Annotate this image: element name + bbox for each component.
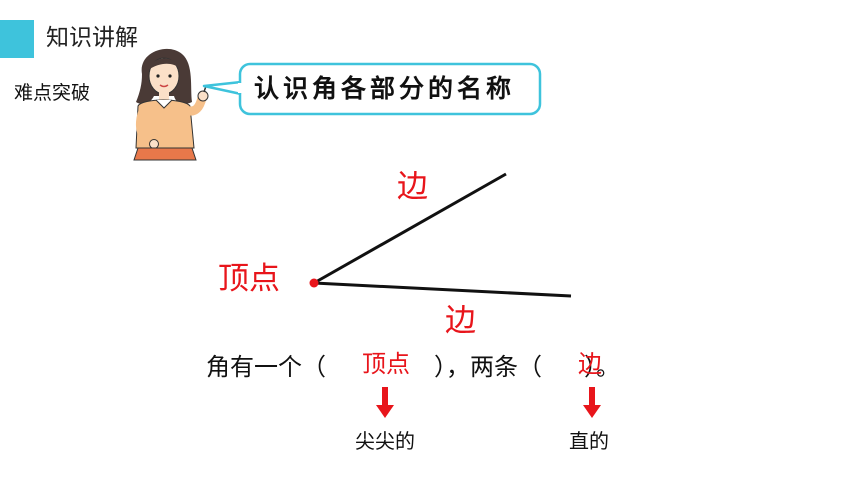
arrow-down-icon <box>376 387 394 418</box>
vertex-label: 顶点 <box>218 261 280 297</box>
fill-in-sentence: 角有一个（ ），两条（ ）。 <box>206 350 620 384</box>
teacher-illustration <box>133 48 209 161</box>
answer-vertex: 顶点 <box>362 350 410 378</box>
angle-vertex-dot <box>309 278 319 288</box>
arrow-down-icon <box>583 387 601 418</box>
sentence-part-3: ）。 <box>584 353 620 381</box>
section-title: 知识讲解 <box>46 25 138 51</box>
speech-bubble <box>202 62 542 116</box>
subtitle: 难点突破 <box>14 82 91 104</box>
angle-bottom-side <box>313 281 572 298</box>
vertex-note: 尖尖的 <box>355 429 415 453</box>
side-label-top: 边 <box>397 169 428 205</box>
section-accent-bar <box>0 20 34 58</box>
bubble-text: 认识角各部分的名称 <box>254 74 516 103</box>
angle-top-side <box>313 172 507 285</box>
answer-side: 边 <box>578 350 602 378</box>
side-label-bottom: 边 <box>445 303 476 339</box>
sentence-part-2: ），两条（ <box>434 353 542 381</box>
sentence-part-1: 角有一个（ <box>206 353 326 381</box>
side-note: 直的 <box>569 429 609 453</box>
